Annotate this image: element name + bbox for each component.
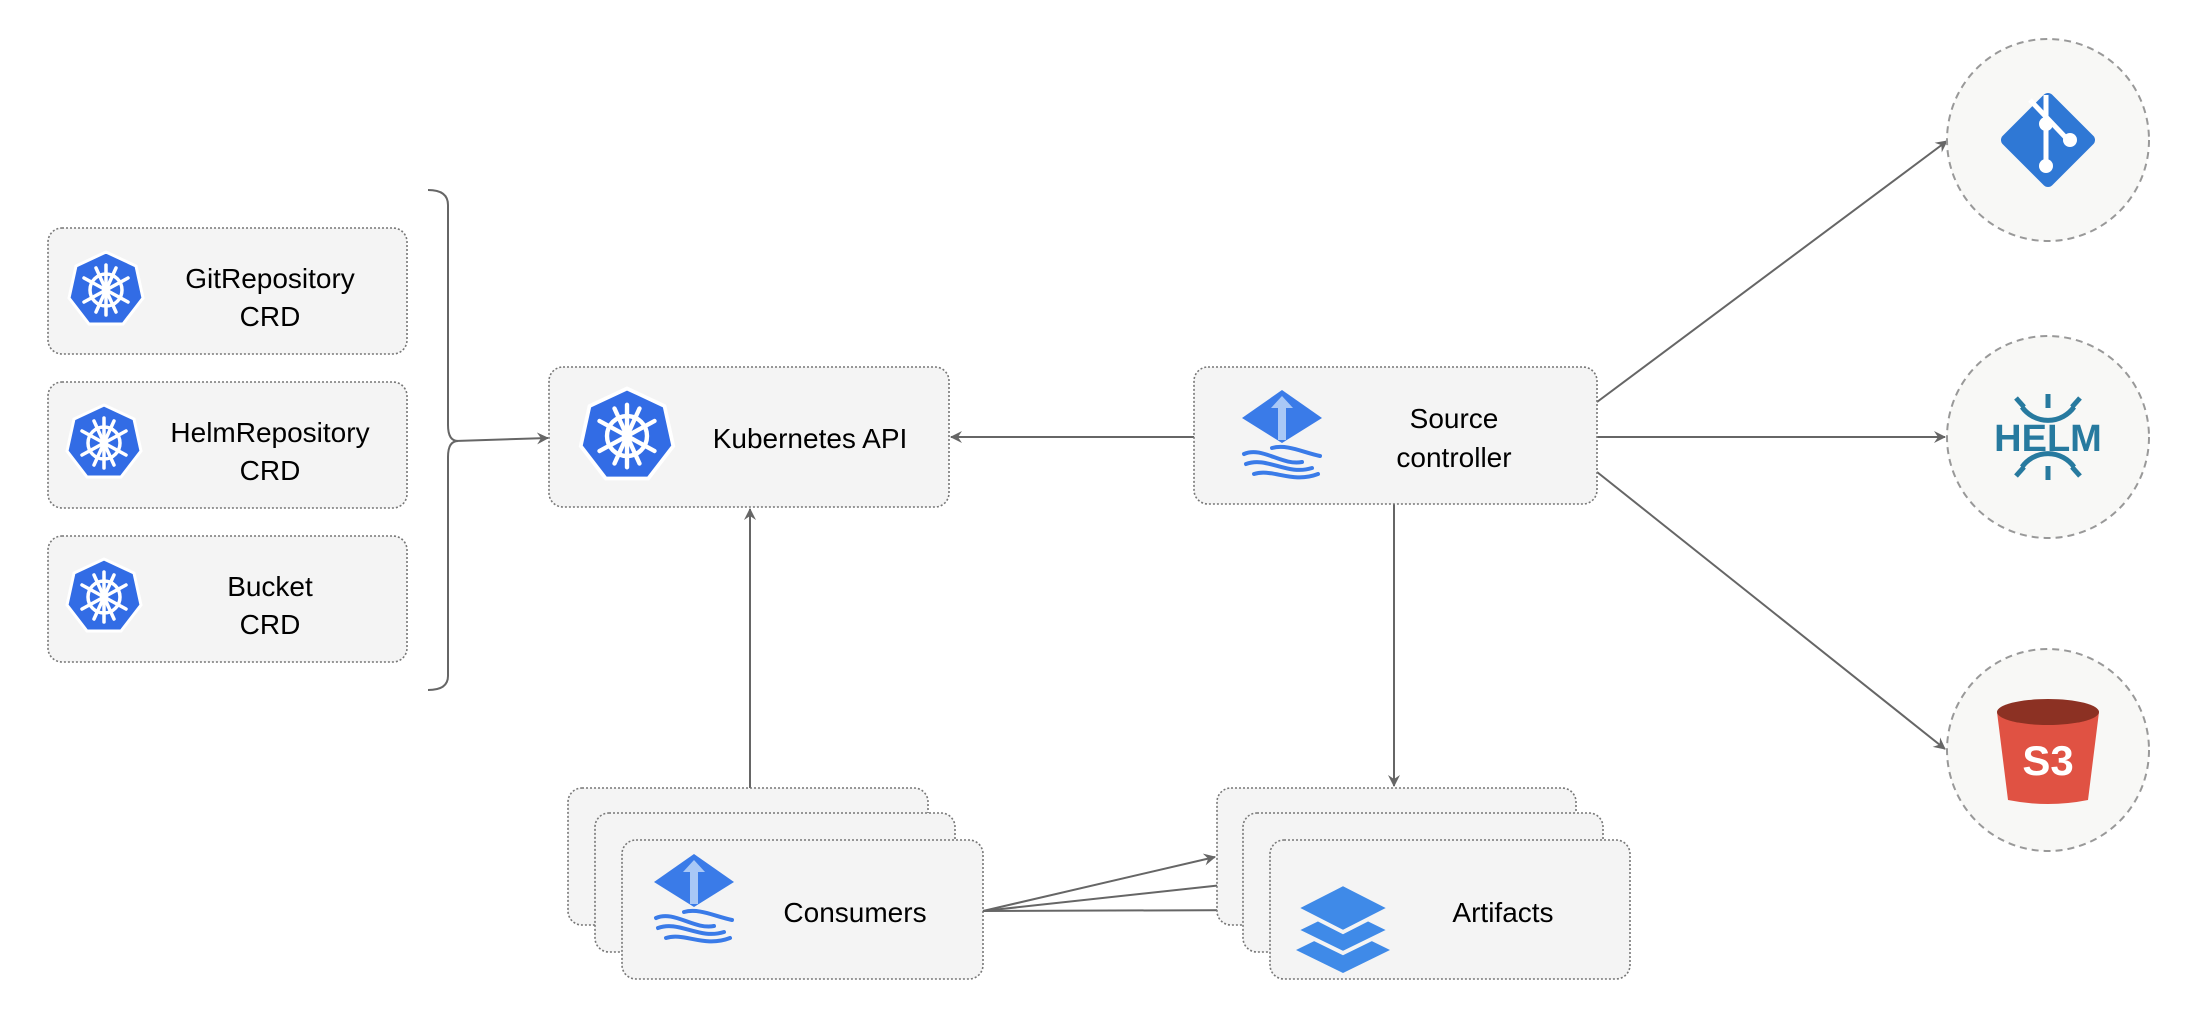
source-controller-node[interactable]: Source controller	[1193, 366, 1598, 505]
s3-label: S3	[2022, 737, 2073, 784]
crd-brace	[427, 189, 459, 691]
git-icon	[2000, 92, 2096, 188]
crd-sublabel: CRD	[240, 455, 301, 486]
edges	[454, 140, 1948, 788]
artifacts-node[interactable]: Artifacts	[1216, 787, 1631, 980]
layers-icon	[1291, 881, 1395, 973]
crd-label: GitRepository	[185, 263, 355, 294]
helm-source[interactable]: HELM	[1946, 335, 2150, 539]
crd-label: HelmRepository	[170, 417, 369, 448]
source-controller-label: Source	[1410, 403, 1499, 434]
crd-label: Bucket	[227, 571, 313, 602]
edge-source-to-git	[1596, 140, 1948, 403]
helm-icon	[2014, 394, 2082, 480]
kubernetes-icon	[65, 403, 143, 479]
git-source[interactable]	[1946, 38, 2150, 242]
edge-source-to-s3	[1596, 471, 1946, 750]
s3-bucket-icon	[1997, 699, 2099, 804]
crd-helmrepository[interactable]: HelmRepository CRD	[47, 381, 408, 509]
helm-label: HELM	[1994, 418, 2102, 460]
consumers-label: Consumers	[783, 897, 926, 928]
edge-crds-to-api	[454, 432, 549, 445]
crd-bucket[interactable]: Bucket CRD	[47, 535, 408, 663]
kubernetes-icon	[581, 389, 674, 479]
kubernetes-icon	[67, 250, 145, 326]
artifacts-label: Artifacts	[1452, 897, 1553, 928]
kubernetes-icon	[65, 557, 143, 633]
consumers-node[interactable]: Consumers	[567, 787, 984, 980]
kubernetes-api-label: Kubernetes API	[713, 423, 908, 454]
kubernetes-api-node[interactable]: Kubernetes API	[548, 366, 950, 508]
s3-source[interactable]: S3	[1946, 648, 2150, 852]
crd-sublabel: CRD	[240, 301, 301, 332]
source-controller-label-2: controller	[1396, 442, 1511, 473]
crd-sublabel: CRD	[240, 609, 301, 640]
crd-gitrepository[interactable]: GitRepository CRD	[47, 227, 408, 355]
